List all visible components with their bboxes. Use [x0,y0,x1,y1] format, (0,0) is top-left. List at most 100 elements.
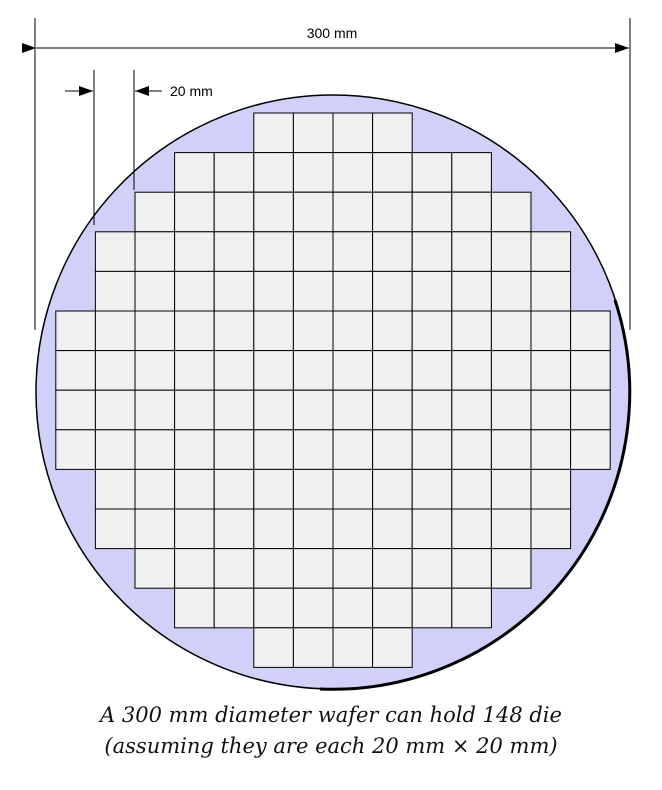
die [213,508,255,550]
die [490,191,532,233]
die [530,508,572,550]
die [332,112,374,154]
die [174,350,215,391]
die [253,508,294,550]
die [490,429,532,470]
die [253,310,294,352]
wafer-width-label: 300 mm [307,25,358,41]
die-width-label: 20 mm [170,83,213,99]
die [570,350,611,391]
die [451,310,492,352]
die [372,112,413,154]
die [94,350,136,391]
die [292,429,334,470]
die [292,587,334,629]
die [94,310,136,352]
die [332,468,374,510]
die [490,270,532,312]
die [411,350,453,391]
die [372,350,413,391]
die [174,310,215,352]
die [55,429,96,470]
die [94,231,136,272]
die [253,468,294,510]
die [332,231,374,272]
die [451,468,492,510]
die [134,350,176,391]
die [253,548,294,589]
die [292,112,334,154]
die [570,429,611,470]
die [530,468,572,510]
die [292,508,334,550]
die [55,310,96,352]
die [253,587,294,629]
wafer-diagram: 300 mm 20 mm [22,18,632,691]
die [332,310,374,352]
die [174,152,215,193]
die [490,508,532,550]
die [570,389,611,431]
die [411,548,453,589]
die [332,429,374,470]
die [490,389,532,431]
die [174,468,215,510]
die [530,389,572,431]
die [253,389,294,431]
die [292,350,334,391]
die [292,191,334,233]
die [411,152,453,193]
die [332,627,374,668]
die [174,231,215,272]
die [451,429,492,470]
die [253,350,294,391]
die [372,508,413,550]
die [332,350,374,391]
die [55,350,96,391]
die [372,389,413,431]
die [570,310,611,352]
die [134,310,176,352]
die [253,429,294,470]
caption: A 300 mm diameter wafer can hold 148 die… [0,700,662,762]
die [451,548,492,589]
die [530,270,572,312]
die [372,310,413,352]
die [94,508,136,550]
caption-line-1: A 300 mm diameter wafer can hold 148 die [100,703,562,727]
die [490,310,532,352]
die [134,231,176,272]
die [292,152,334,193]
die [332,548,374,589]
die [530,429,572,470]
die [372,270,413,312]
die [213,548,255,589]
die [411,270,453,312]
die [134,389,176,431]
die [292,231,334,272]
die [134,468,176,510]
die [94,389,136,431]
die [490,350,532,391]
die [530,350,572,391]
die [253,152,294,193]
die [94,270,136,312]
die [213,468,255,510]
die [451,350,492,391]
die [332,152,374,193]
die-width-dimension: 20 mm [65,70,213,225]
die [451,231,492,272]
die [134,191,176,233]
die [253,112,294,154]
die [253,191,294,233]
die [174,587,215,629]
die [451,587,492,629]
die [490,548,532,589]
die [451,191,492,233]
die [292,389,334,431]
die [372,191,413,233]
die [213,429,255,470]
die [253,627,294,668]
die [372,548,413,589]
die [94,429,136,470]
